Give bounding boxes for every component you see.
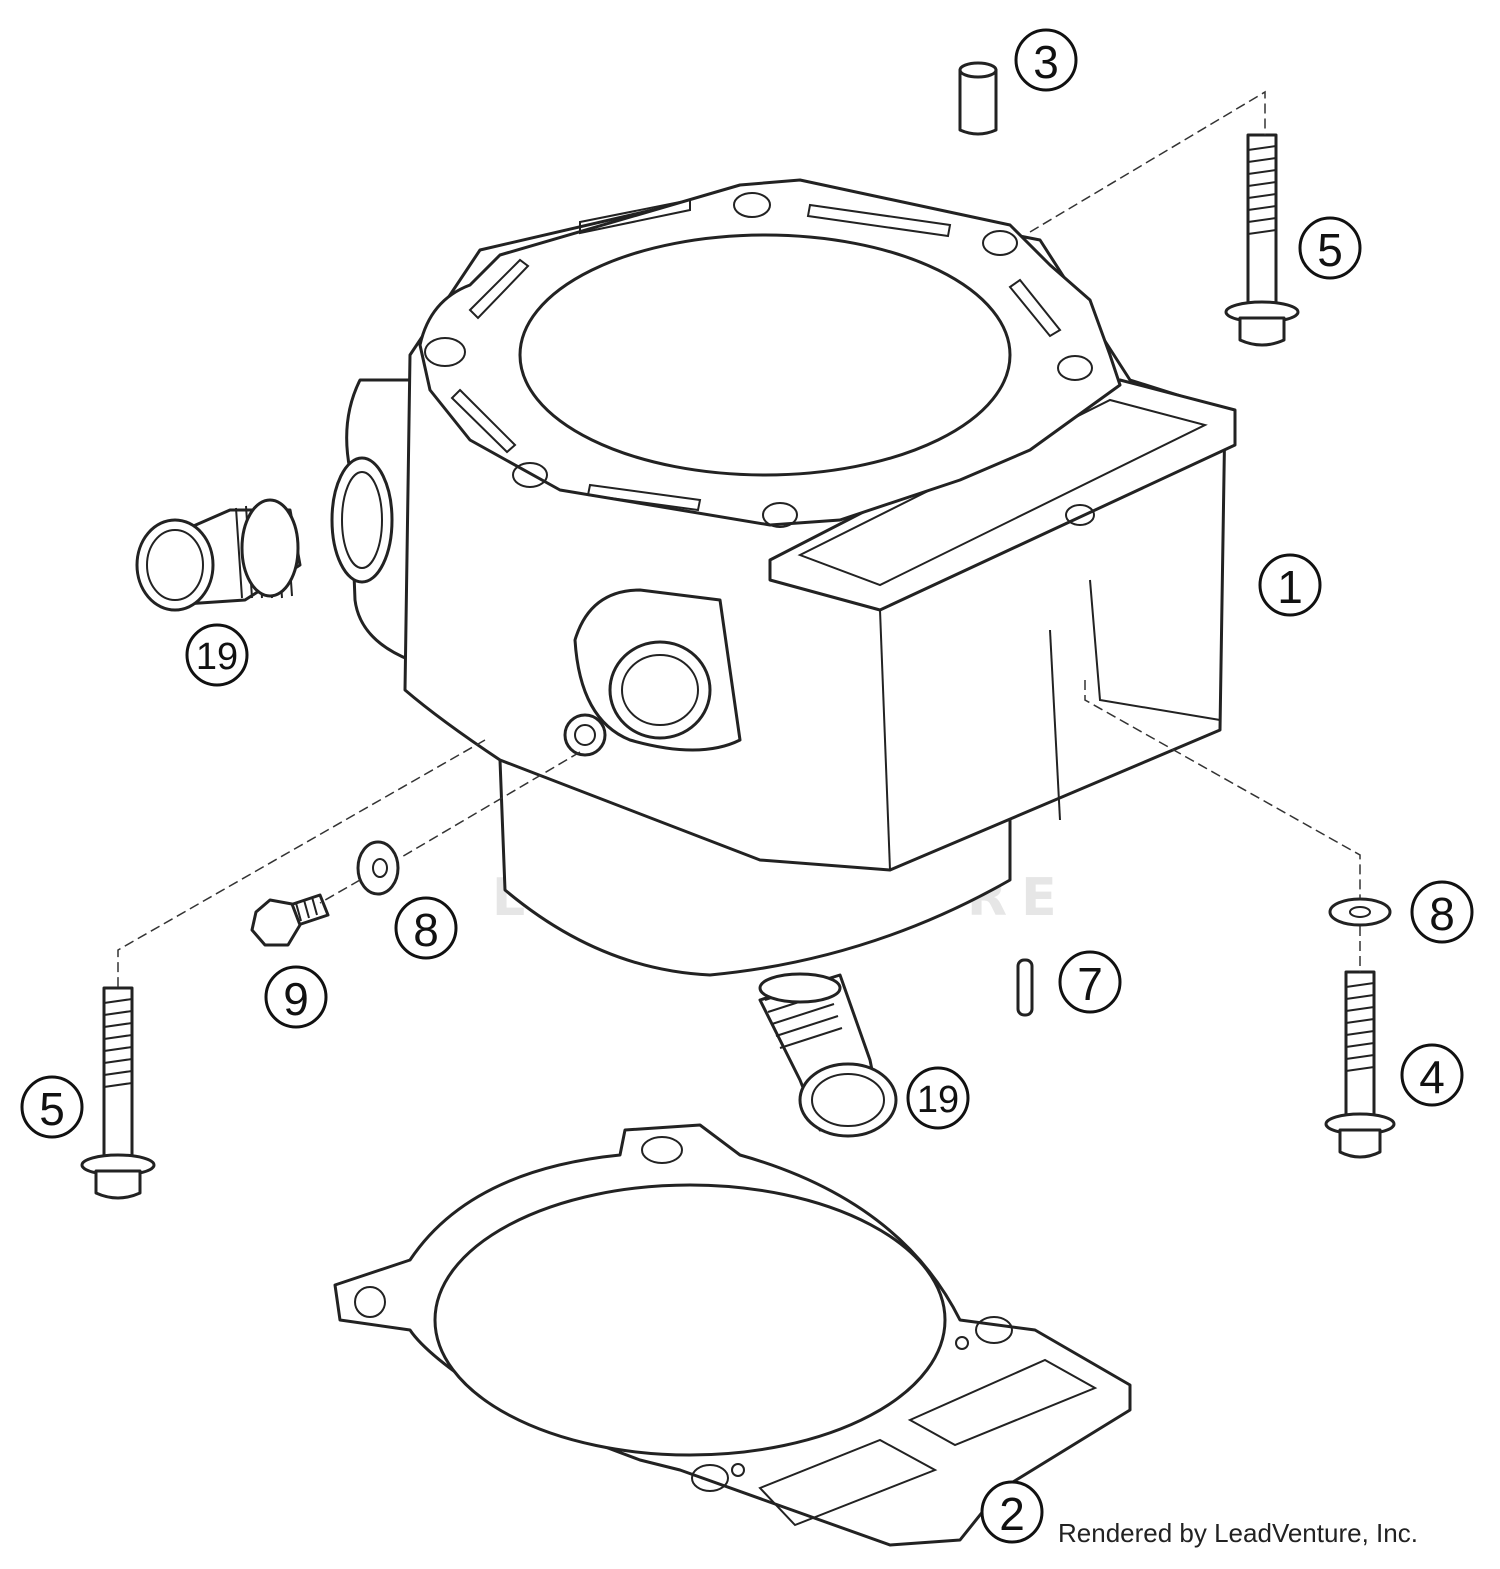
cylinder-part bbox=[330, 178, 1237, 977]
svg-text:1: 1 bbox=[1277, 561, 1303, 613]
callout-5-left: 5 bbox=[20, 1075, 84, 1139]
dowel-pin-part bbox=[1016, 958, 1034, 1017]
callout-1: 1 bbox=[1258, 553, 1322, 617]
svg-text:19: 19 bbox=[196, 636, 238, 678]
svg-text:3: 3 bbox=[1033, 36, 1059, 88]
screw-part bbox=[250, 893, 330, 947]
callout-5-top: 5 bbox=[1298, 216, 1362, 280]
callout-19-right: 19 bbox=[906, 1066, 970, 1130]
callout-19-left: 19 bbox=[185, 623, 249, 687]
coolant-nipple-part-right bbox=[758, 972, 898, 1138]
callout-4: 4 bbox=[1400, 1043, 1464, 1107]
cylinder-bolt-part-right bbox=[1324, 970, 1396, 1159]
svg-text:5: 5 bbox=[39, 1083, 65, 1135]
callout-2: 2 bbox=[980, 1480, 1044, 1544]
washer-part-left bbox=[356, 840, 400, 896]
svg-text:8: 8 bbox=[1429, 888, 1455, 940]
coolant-nipple-part-left bbox=[135, 498, 302, 612]
svg-text:2: 2 bbox=[999, 1488, 1025, 1540]
svg-text:9: 9 bbox=[283, 973, 309, 1025]
svg-text:4: 4 bbox=[1419, 1051, 1445, 1103]
callout-9: 9 bbox=[264, 965, 328, 1029]
callout-8-right: 8 bbox=[1410, 880, 1474, 944]
cylinder-bolt-part-left bbox=[80, 986, 156, 1200]
svg-text:8: 8 bbox=[413, 904, 439, 956]
base-gasket-part bbox=[333, 1123, 1132, 1547]
callout-3: 3 bbox=[1014, 28, 1078, 92]
dowel-sleeve-part bbox=[958, 61, 998, 136]
svg-text:19: 19 bbox=[917, 1079, 959, 1121]
cylinder-bolt-part-top bbox=[1224, 133, 1300, 347]
svg-text:7: 7 bbox=[1077, 958, 1103, 1010]
svg-text:5: 5 bbox=[1317, 224, 1343, 276]
callout-8-left: 8 bbox=[394, 896, 458, 960]
leader-lines bbox=[117, 90, 1361, 988]
washer-part-right bbox=[1328, 897, 1392, 927]
credit-text: Rendered by LeadVenture, Inc. bbox=[1058, 1518, 1418, 1548]
callout-7: 7 bbox=[1058, 950, 1122, 1014]
